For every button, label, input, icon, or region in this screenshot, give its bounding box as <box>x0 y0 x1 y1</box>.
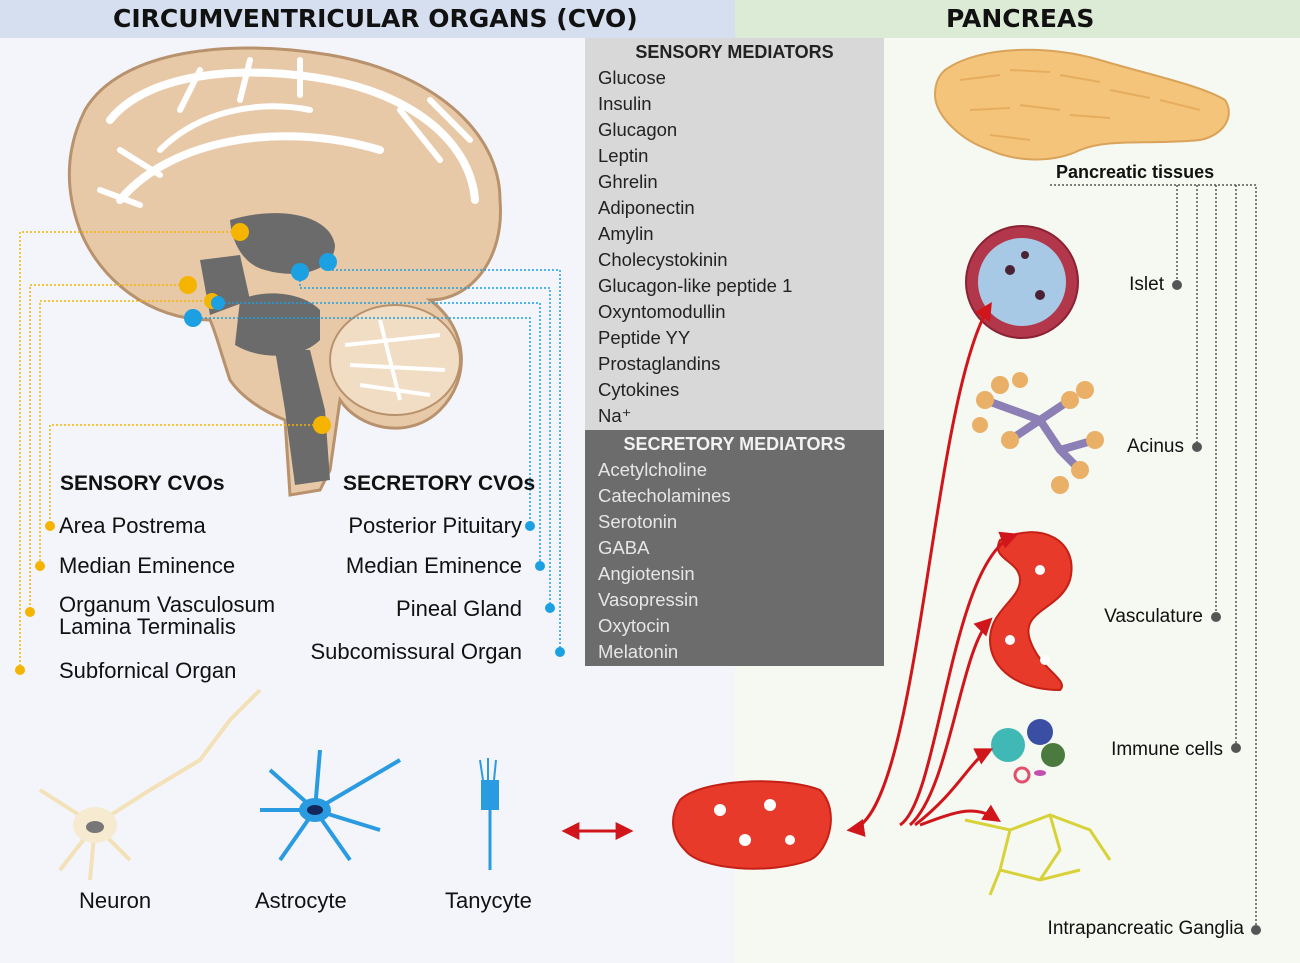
acinus-illustration <box>972 372 1104 494</box>
astrocyte-label: Astrocyte <box>255 888 347 913</box>
sensory-cvo-item: Subfornical Organ <box>59 658 237 683</box>
cvo-title: CIRCUMVENTRICULAR ORGANS (CVO) <box>113 4 638 33</box>
sensory-mediator: Oxyntomodullin <box>598 301 726 322</box>
sensory-mediator: Cholecystokinin <box>598 249 728 270</box>
sensory-mediator: Glucagon-like peptide 1 <box>598 275 793 296</box>
tanycyte-illustration <box>479 758 499 870</box>
sensory-mediator: Peptide YY <box>598 327 691 348</box>
pancreas-title: PANCREAS <box>946 4 1095 33</box>
tissue-label-vasculature: Vasculature <box>1104 606 1203 627</box>
secretory-bullet <box>545 603 555 613</box>
neuron-illustration <box>38 688 262 881</box>
sensory-mediator: Cytokines <box>598 379 680 400</box>
secretory-cvo-item: Posterior Pituitary <box>348 513 522 538</box>
sensory-mediator: Glucagon <box>598 119 678 140</box>
sensory-cvo-item: Median Eminence <box>59 553 236 578</box>
vasculature-illustration <box>988 531 1073 692</box>
secretory-cvo-item: Subcomissural Organ <box>310 639 522 664</box>
secretory-bullet <box>525 521 535 531</box>
secretory-mediator: Catecholamines <box>598 485 731 506</box>
secretory-mediator: Angiotensin <box>598 563 695 584</box>
sensory-bullet <box>45 521 55 531</box>
secretory-mediator: Acetylcholine <box>598 459 708 480</box>
sensory-bullet <box>35 561 45 571</box>
secretory-mediators-title: SECRETORY MEDIATORS <box>623 434 846 454</box>
capillary-illustration <box>672 780 832 870</box>
secretory-cvo-item: Median Eminence <box>345 553 522 578</box>
sensory-mediator: Leptin <box>598 145 649 166</box>
sensory-bullet <box>25 607 35 617</box>
secretory-mediators-box: SECRETORY MEDIATORS Acetylcholine Catech… <box>585 430 884 666</box>
pancreas-header <box>735 0 1300 38</box>
immune-cells-illustration <box>991 719 1065 784</box>
sensory-mediator: Prostaglandins <box>598 353 721 374</box>
secretory-mediator: Melatonin <box>598 641 679 662</box>
brain-illustration <box>67 46 502 497</box>
astrocyte-illustration <box>260 749 402 862</box>
sensory-mediator: Glucose <box>598 67 666 88</box>
sensory-mediator: Ghrelin <box>598 171 658 192</box>
tanycyte-label: Tanycyte <box>445 888 532 913</box>
sensory-mediator: Amylin <box>598 223 654 244</box>
secretory-bullet <box>555 647 565 657</box>
tissue-connectors <box>1050 184 1257 930</box>
sensory-connectors <box>19 231 322 670</box>
arrows <box>561 301 1019 840</box>
sensory-mediators-title: SENSORY MEDIATORS <box>635 42 834 62</box>
sensory-mediators-box: SENSORY MEDIATORS Glucose Insulin Glucag… <box>585 38 884 430</box>
tissue-markers <box>1172 280 1261 935</box>
tissue-label-acinus: Acinus <box>1126 436 1184 457</box>
sensory-bullet <box>15 665 25 675</box>
pancreas-illustration <box>933 48 1230 161</box>
pancreatic-tissues-title: Pancreatic tissues <box>1056 162 1215 182</box>
sensory-mediator: Na⁺ <box>598 405 632 426</box>
tissue-label-islet: Islet <box>1129 274 1164 295</box>
secretory-cvo-item: Pineal Gland <box>396 596 522 621</box>
neuron-label: Neuron <box>79 888 152 913</box>
secretory-mediator: Serotonin <box>598 511 678 532</box>
cvo-markers <box>179 223 337 434</box>
secretory-mediator: Vasopressin <box>598 589 699 610</box>
secretory-cvos-title: SECRETORY CVOs <box>343 472 536 495</box>
sensory-cvo-item: Organum Vasculosum Lamina Terminalis <box>59 592 276 639</box>
secretory-bullet <box>535 561 545 571</box>
sensory-mediator: Adiponectin <box>598 197 695 218</box>
ganglia-illustration <box>964 813 1112 896</box>
islet-illustration <box>965 225 1079 339</box>
tissue-label-immune-cells: Immune cells <box>1111 739 1223 760</box>
cvo-header <box>0 0 735 38</box>
sensory-cvos-title: SENSORY CVOs <box>60 472 225 495</box>
sensory-mediator: Insulin <box>598 93 652 114</box>
secretory-mediator: Oxytocin <box>598 615 670 636</box>
tissue-label-ganglia: Intrapancreatic Ganglia <box>1047 918 1244 939</box>
sensory-cvo-item: Area Postrema <box>59 513 206 538</box>
secretory-mediator: GABA <box>598 537 650 558</box>
